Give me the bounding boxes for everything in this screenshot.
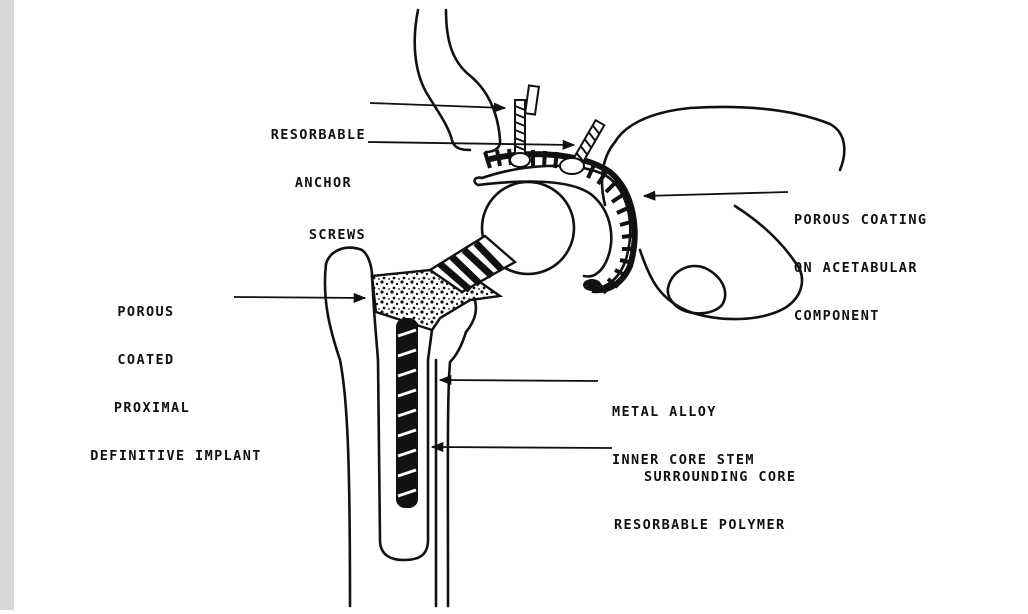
- label-line: METAL ALLOY: [612, 404, 755, 420]
- label-porous-coated-proximal: POROUS COATED PROXIMAL DEFINITIVE IMPLAN…: [26, 272, 326, 496]
- femur-outer-left: [325, 264, 350, 606]
- label-line: PROXIMAL: [26, 400, 326, 416]
- label-line: POROUS COATING: [794, 212, 927, 228]
- femur-lesser-trochanter: [466, 298, 476, 332]
- label-line: COMPONENT: [794, 308, 927, 324]
- leader-resorbable-polymer: [432, 447, 612, 448]
- label-resorbable-anchor-screws: RESORBABLE ANCHOR SCREWS: [180, 95, 366, 275]
- leader-porous-acetabular: [644, 192, 788, 196]
- label-line: RESORBABLE POLYMER: [614, 517, 796, 533]
- leader-metal-core: [440, 380, 598, 381]
- label-line: ON ACETABULAR: [794, 260, 927, 276]
- left-margin-shade: [0, 0, 14, 610]
- label-line: SCREWS: [180, 227, 366, 243]
- leader-anchor-screws-1: [370, 103, 505, 108]
- metal-inner-core-stem: [396, 318, 418, 508]
- label-line: ANCHOR: [180, 175, 366, 191]
- label-surrounding-core-polymer: SURROUNDING CORE RESORBABLE POLYMER: [614, 437, 796, 565]
- label-line: RESORBABLE: [180, 127, 366, 143]
- obturator-foramen: [668, 266, 725, 313]
- acetabular-rim-cap: [583, 279, 601, 291]
- ilium-upper-outline: [415, 10, 470, 150]
- label-line: SURROUNDING CORE: [614, 469, 796, 485]
- leader-anchor-screws-2: [368, 142, 574, 145]
- femur-outer-right: [448, 332, 466, 606]
- label-line: COATED: [26, 352, 326, 368]
- label-line: POROUS: [26, 304, 326, 320]
- label-line: DEFINITIVE IMPLANT: [26, 448, 326, 464]
- anchor-screw-2: [574, 120, 605, 163]
- label-porous-coating-acetabular: POROUS COATING ON ACETABULAR COMPONENT: [794, 180, 927, 356]
- ilium-upper-outline-right: [446, 10, 500, 152]
